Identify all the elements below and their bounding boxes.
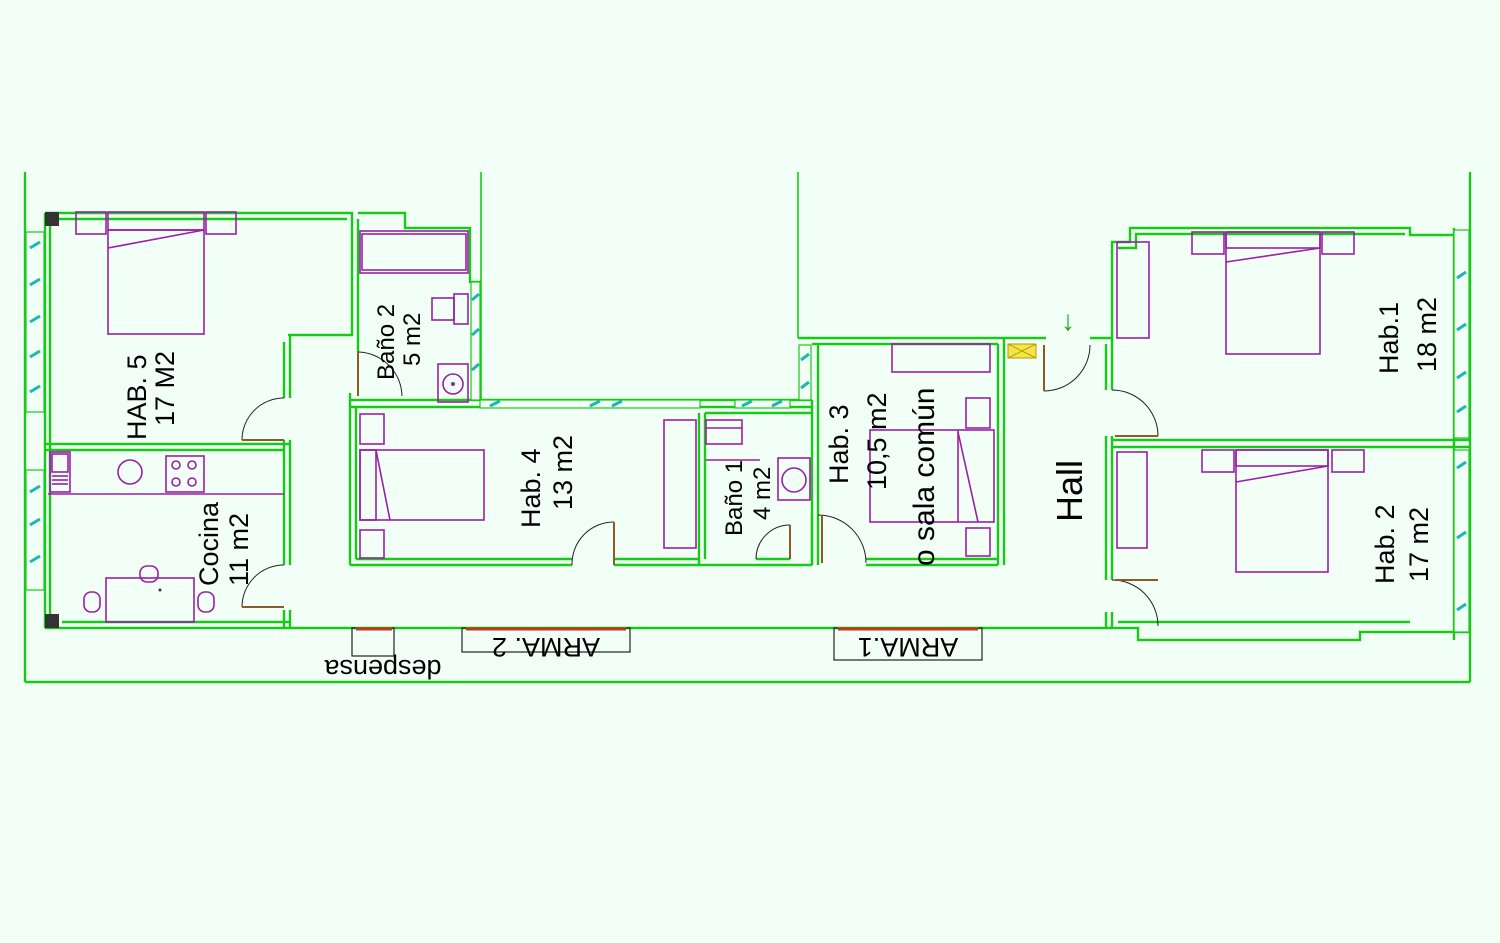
room-label-bano1: Baño 1 <box>721 460 748 536</box>
room-area-hab3: 10,5 m2 <box>862 392 892 490</box>
room-label-hab5: HAB. 5 <box>122 354 152 440</box>
entry-arrow-icon: ↓ <box>1061 305 1075 336</box>
bed-icon <box>359 413 485 559</box>
room-area-hab4: 13 m2 <box>548 435 578 510</box>
sink-icon <box>437 363 469 403</box>
wardrobe-icon <box>663 419 697 549</box>
wardrobe-icon <box>1116 241 1150 339</box>
room-alt-hab3: o sala común <box>908 388 941 566</box>
sink-icon <box>777 457 811 501</box>
room-area-bano1: 4 m2 <box>749 467 776 520</box>
room-label-cocina: Cocina <box>194 501 224 586</box>
pantry-label: despensa <box>323 654 441 684</box>
room-label-hab1: Hab.1 <box>1374 302 1404 374</box>
room-label-hab4: Hab. 4 <box>516 448 546 528</box>
exterior-walls <box>43 211 1470 642</box>
room-area-cocina: 11 m2 <box>224 513 254 586</box>
windows <box>25 212 1470 633</box>
bed-icon <box>75 211 237 335</box>
room-label-hab2: Hab. 2 <box>1370 504 1400 584</box>
closet-label-arma1: ARMA.1 <box>858 632 959 662</box>
bathtub-icon <box>359 230 469 274</box>
closet-label-arma2: ARMA. 2 <box>492 632 600 662</box>
room-label-hall: Hall <box>1049 460 1090 522</box>
dining-table-icon <box>83 565 215 623</box>
bed-icon <box>1201 449 1365 573</box>
doors <box>241 344 1159 627</box>
toilet-icon <box>705 419 743 445</box>
wardrobe-icon <box>891 343 991 373</box>
room-labels: HAB. 5 17 M2 Baño 2 5 m2 Cocina 11 m2 Ha… <box>122 297 1442 684</box>
toilet-icon <box>431 293 469 325</box>
bed-icon <box>869 397 995 557</box>
kitchen-counter-icon <box>48 451 284 495</box>
site-boundary <box>23 172 1472 684</box>
room-area-bano2: 5 m2 <box>399 313 426 366</box>
room-area-hab2: 17 m2 <box>1404 507 1434 582</box>
interior-walls <box>45 335 1470 628</box>
room-label-hab3: Hab. 3 <box>824 404 854 484</box>
wardrobe-icon <box>1116 451 1148 549</box>
room-area-hab5: 17 M2 <box>150 351 180 426</box>
bed-icon <box>1191 231 1355 355</box>
column <box>45 212 59 226</box>
room-label-bano2: Baño 2 <box>373 304 400 380</box>
pantry-box <box>351 627 395 657</box>
room-area-hab1: 18 m2 <box>1412 297 1442 372</box>
furniture: ↓ <box>48 211 1365 661</box>
column <box>45 614 59 628</box>
